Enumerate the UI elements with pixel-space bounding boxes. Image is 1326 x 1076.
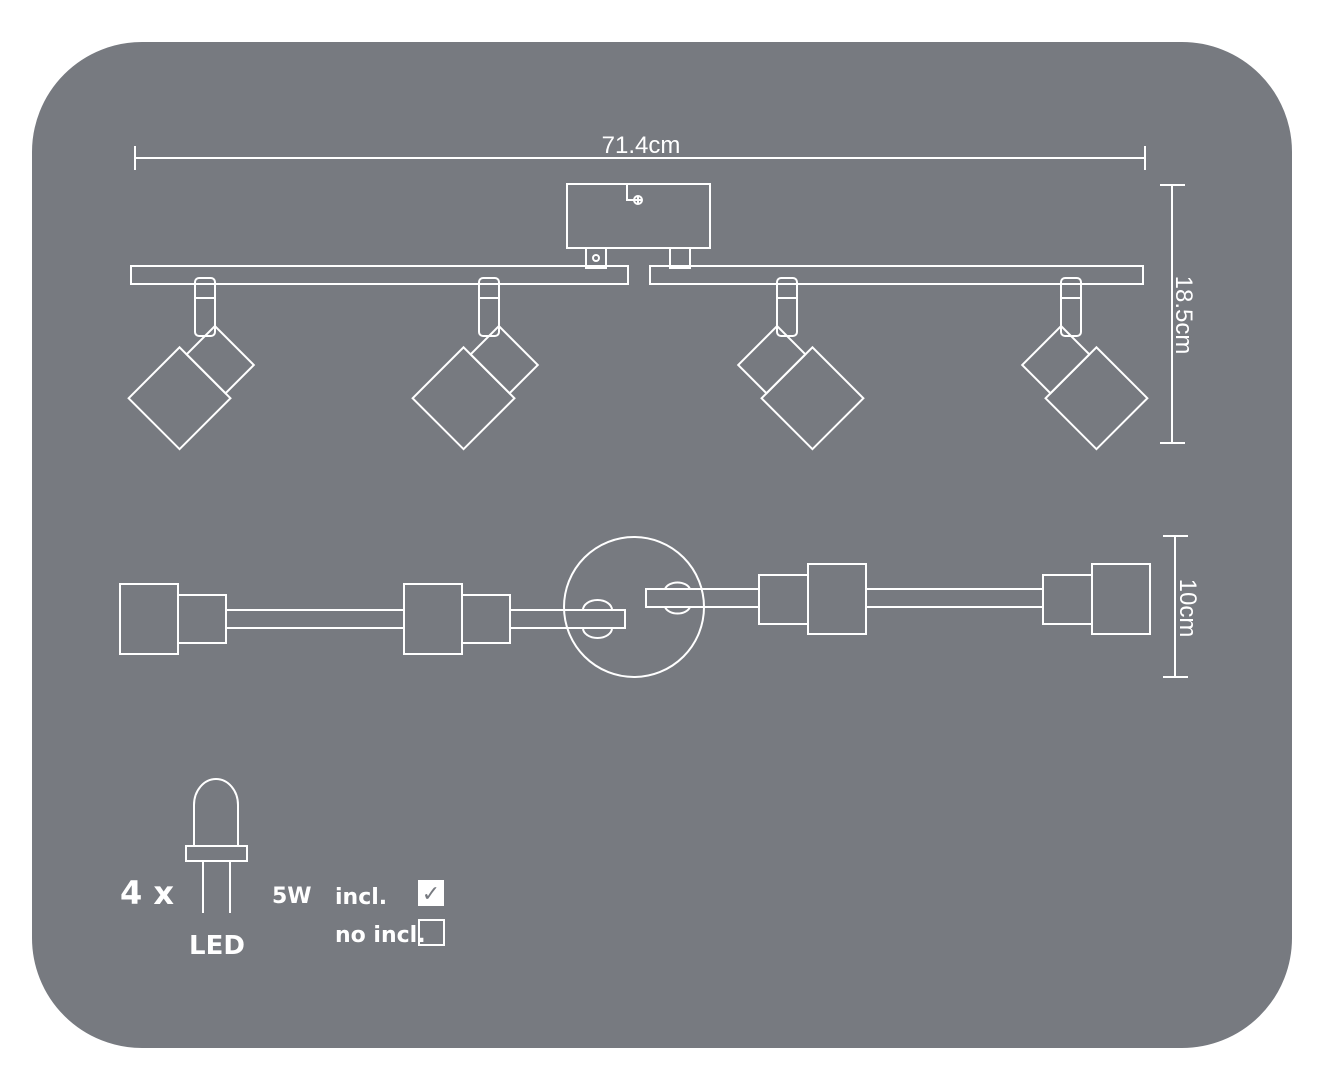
height-label: 18.5cm — [1170, 276, 1197, 355]
top-view — [119, 536, 1151, 678]
depth-dimension-line — [1163, 535, 1188, 678]
front-view — [127, 183, 1149, 451]
spotlight-3 — [736, 277, 865, 451]
spotlight-4 — [1020, 277, 1149, 451]
width-label: 71.4cm — [602, 132, 681, 159]
spotlight-1 — [127, 277, 256, 451]
spotlight-2 — [411, 277, 540, 451]
check-glyph: ✓ — [422, 882, 440, 907]
not-included-label: no incl. — [335, 923, 426, 948]
height-dimension-line — [1160, 184, 1185, 444]
ceiling-box — [566, 183, 711, 249]
top-spot-3-head — [807, 563, 867, 635]
top-spot-1-head — [119, 583, 179, 655]
bulb-wattage: 5W — [272, 884, 312, 909]
bulb-type: LED — [189, 931, 245, 961]
top-spot-4-head — [1091, 563, 1151, 635]
bulb-quantity: 4 x — [120, 874, 174, 912]
diagram-card — [30, 40, 1294, 1050]
depth-label: 10cm — [1174, 579, 1201, 638]
top-spot-2-head — [403, 583, 463, 655]
led-bulb-icon — [185, 778, 248, 913]
width-dimension-line — [134, 146, 1146, 170]
checkbox-checked-icon: ✓ — [418, 880, 444, 907]
checkbox-empty-icon — [418, 919, 445, 946]
right-bar — [649, 265, 1144, 285]
left-bar — [130, 265, 629, 285]
included-label: incl. — [335, 885, 387, 910]
